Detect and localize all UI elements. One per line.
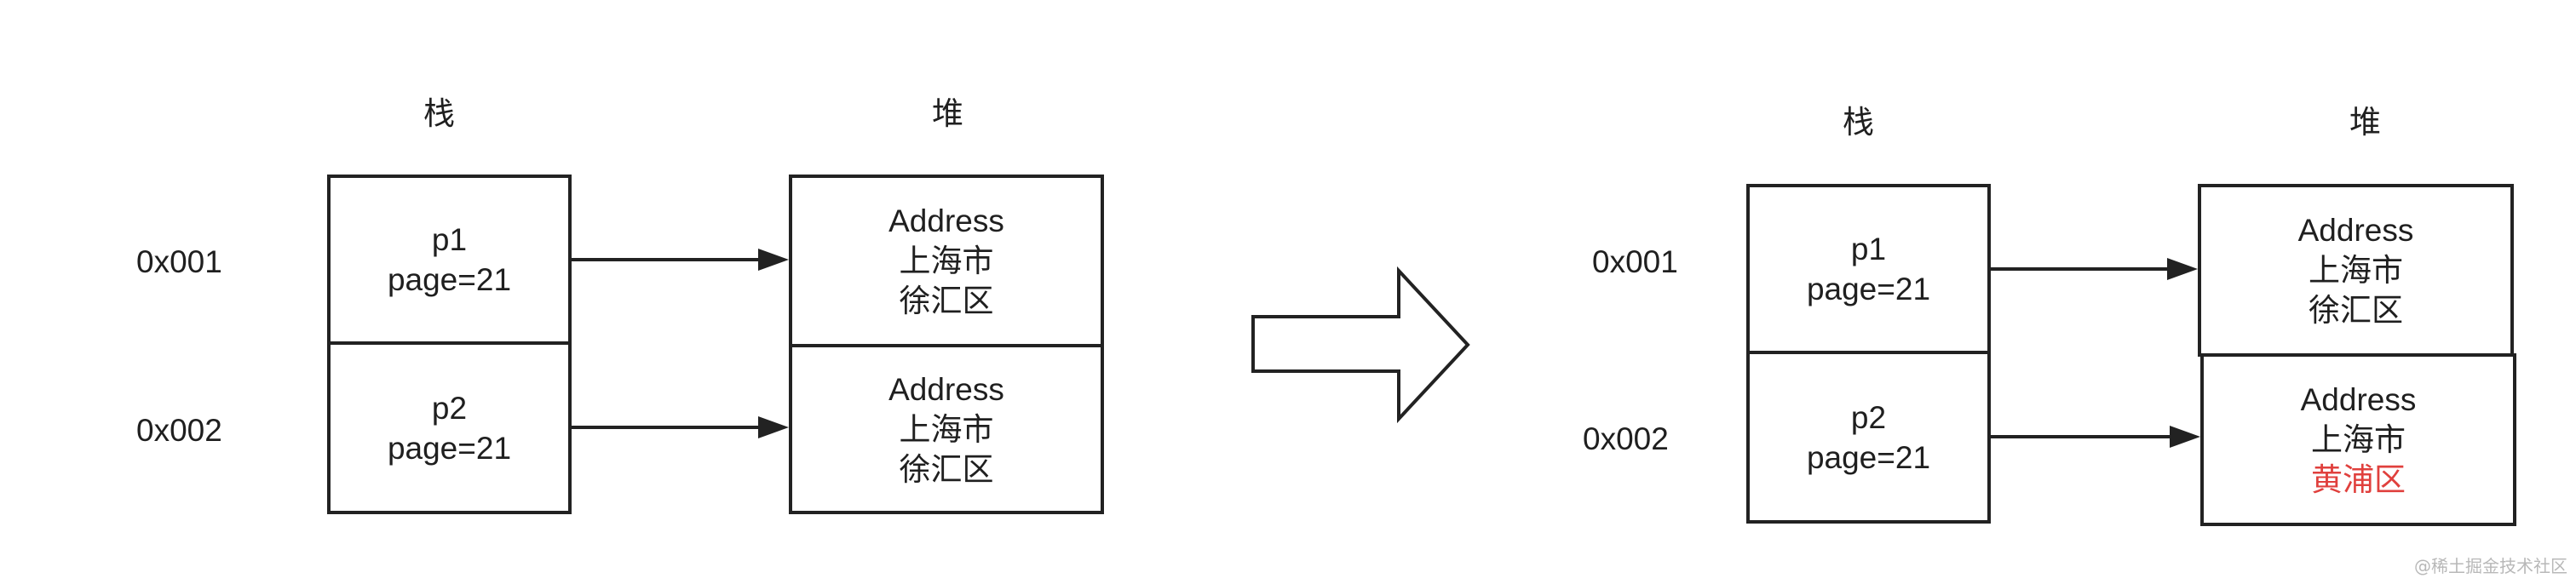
left-heap-cell-2: Address 上海市 徐汇区 [789, 344, 1104, 514]
heap-city: 上海市 [899, 243, 994, 278]
left-stack-cell-p2: p2 page=21 [327, 341, 572, 514]
variable-value: page=21 [1806, 439, 1931, 475]
variable-value: page=21 [387, 430, 512, 466]
right-stack-header: 栈 [1843, 104, 1874, 140]
right-address-2: 0x002 [1583, 421, 1669, 456]
variable-name: p2 [1850, 399, 1887, 435]
heap-title: Address [2300, 382, 2417, 417]
right-heap-header: 堆 [2349, 104, 2381, 140]
variable-name: p2 [431, 390, 468, 426]
left-heap-header: 堆 [932, 95, 963, 132]
heap-city: 上海市 [2308, 253, 2403, 288]
right-stack-cell-p2: p2 page=21 [1746, 351, 1991, 524]
watermark: @稀土掘金技术社区 [2414, 556, 2567, 576]
variable-name: p1 [1850, 232, 1887, 266]
right-heap-cell-1: Address 上海市 徐汇区 [2198, 184, 2514, 357]
left-heap-cell-1: Address 上海市 徐汇区 [789, 175, 1104, 347]
heap-title: Address [888, 203, 1004, 238]
right-address-1: 0x001 [1592, 244, 1678, 279]
left-stack-header: 栈 [423, 95, 455, 132]
variable-name: p1 [431, 222, 468, 257]
variable-value: page=21 [387, 262, 512, 297]
heap-city: 上海市 [899, 411, 994, 447]
heap-title: Address [888, 371, 1004, 407]
heap-city: 上海市 [2310, 422, 2406, 457]
heap-district: 徐汇区 [899, 451, 994, 487]
heap-title: Address [2297, 213, 2414, 248]
left-address-1: 0x001 [136, 244, 222, 279]
variable-value: page=21 [1806, 272, 1931, 306]
right-stack-cell-p1: p1 page=21 [1746, 184, 1991, 354]
left-address-2: 0x002 [136, 413, 222, 448]
heap-district: 徐汇区 [899, 283, 994, 318]
transition-label: p2地址更新 [1279, 328, 1441, 363]
heap-district: 徐汇区 [2308, 293, 2403, 328]
left-stack-cell-p1: p1 page=21 [327, 175, 572, 345]
right-heap-cell-2: Address 上海市 黄浦区 [2200, 353, 2516, 526]
heap-district-updated: 黄浦区 [2310, 462, 2406, 497]
